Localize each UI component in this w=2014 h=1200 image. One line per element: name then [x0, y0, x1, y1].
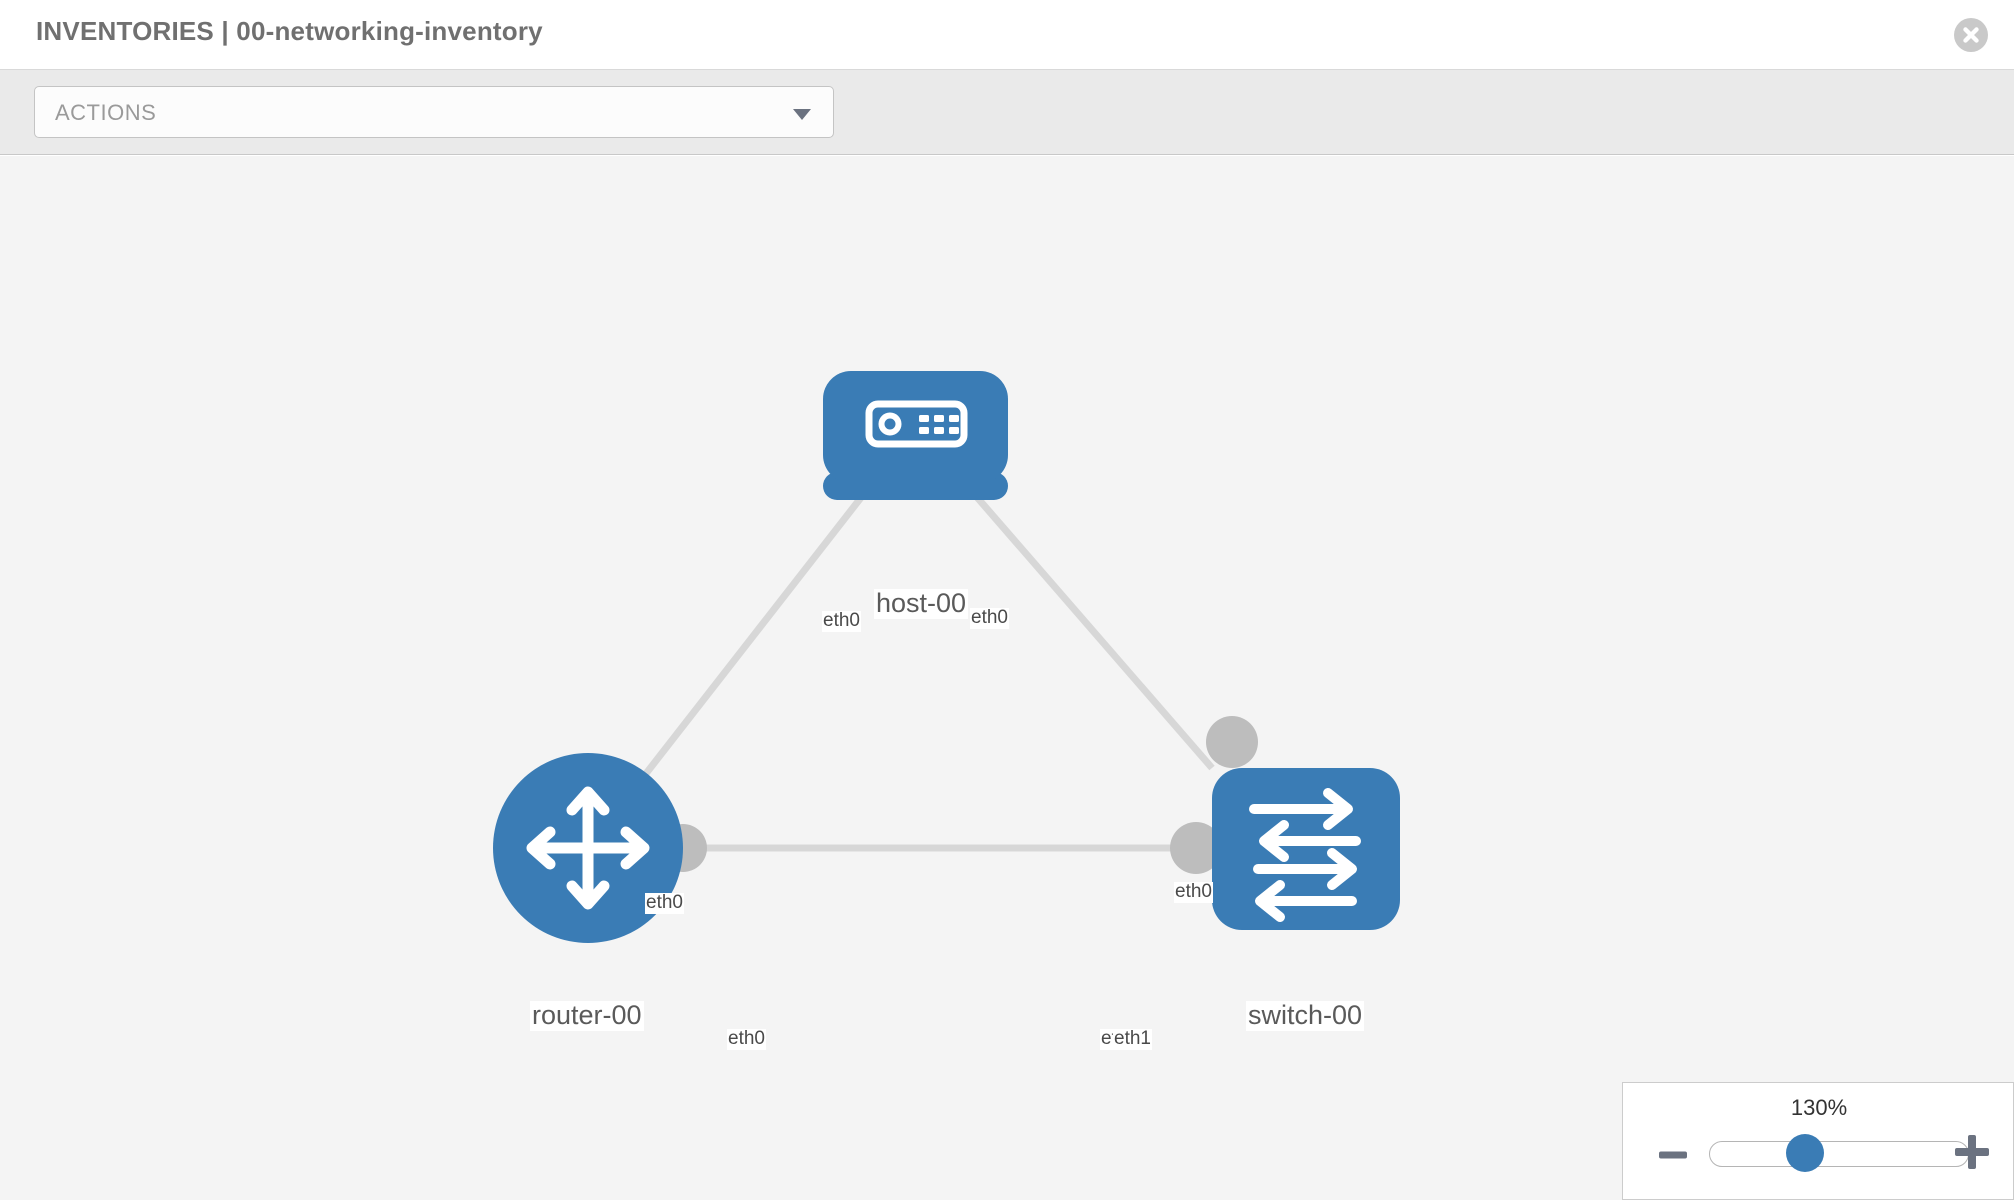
node-label-router-00: router-00 [530, 1000, 644, 1031]
node-label-switch-00: switch-00 [1246, 1000, 1365, 1031]
topology-canvas[interactable]: eth0 eth0 eth0 eth0 eth0 eth0 eth1 host-… [0, 156, 2014, 1200]
endpoint-switch-left [1170, 822, 1222, 874]
zoom-slider-handle[interactable] [1786, 1134, 1824, 1172]
plus-icon [1955, 1135, 1989, 1169]
node-router-00[interactable] [493, 753, 683, 943]
topology-graph [493, 371, 1400, 943]
zoom-slider-track[interactable] [1709, 1141, 1969, 1167]
page-title: INVENTORIES | 00-networking-inventory [36, 16, 543, 46]
iface-label-host-router: eth0 [822, 610, 861, 632]
node-host-00[interactable] [823, 371, 1008, 500]
endpoint-switch-top [1206, 716, 1258, 768]
minus-icon [1659, 1151, 1687, 1159]
close-icon[interactable] [1954, 18, 1988, 52]
iface-label-router-switch: eth0 [727, 1028, 766, 1050]
iface-label-switch-router-eth1: eth1 [1113, 1028, 1152, 1050]
zoom-control-panel: 130% [1622, 1082, 2014, 1200]
toolbar: ACTIONS SEARCH [0, 70, 2014, 208]
node-switch-00[interactable] [1212, 768, 1400, 930]
iface-label-host-switch: eth0 [970, 607, 1009, 629]
iface-label-switch-host: eth0 [1174, 881, 1213, 903]
app-header: INVENTORIES | 00-networking-inventory [0, 0, 2014, 70]
close-circle-icon [1954, 18, 1988, 52]
endpoint-layer [659, 450, 1258, 874]
zoom-out-button[interactable] [1657, 1139, 1689, 1171]
iface-label-router-host: eth0 [645, 892, 684, 914]
zoom-in-button[interactable] [1953, 1133, 1991, 1171]
chevron-down-icon [793, 109, 811, 120]
node-label-host-00: host-00 [874, 588, 969, 619]
actions-dropdown-label: ACTIONS [55, 100, 157, 125]
zoom-percent-label: 130% [1790, 1095, 1848, 1120]
actions-dropdown[interactable]: ACTIONS [34, 86, 834, 138]
